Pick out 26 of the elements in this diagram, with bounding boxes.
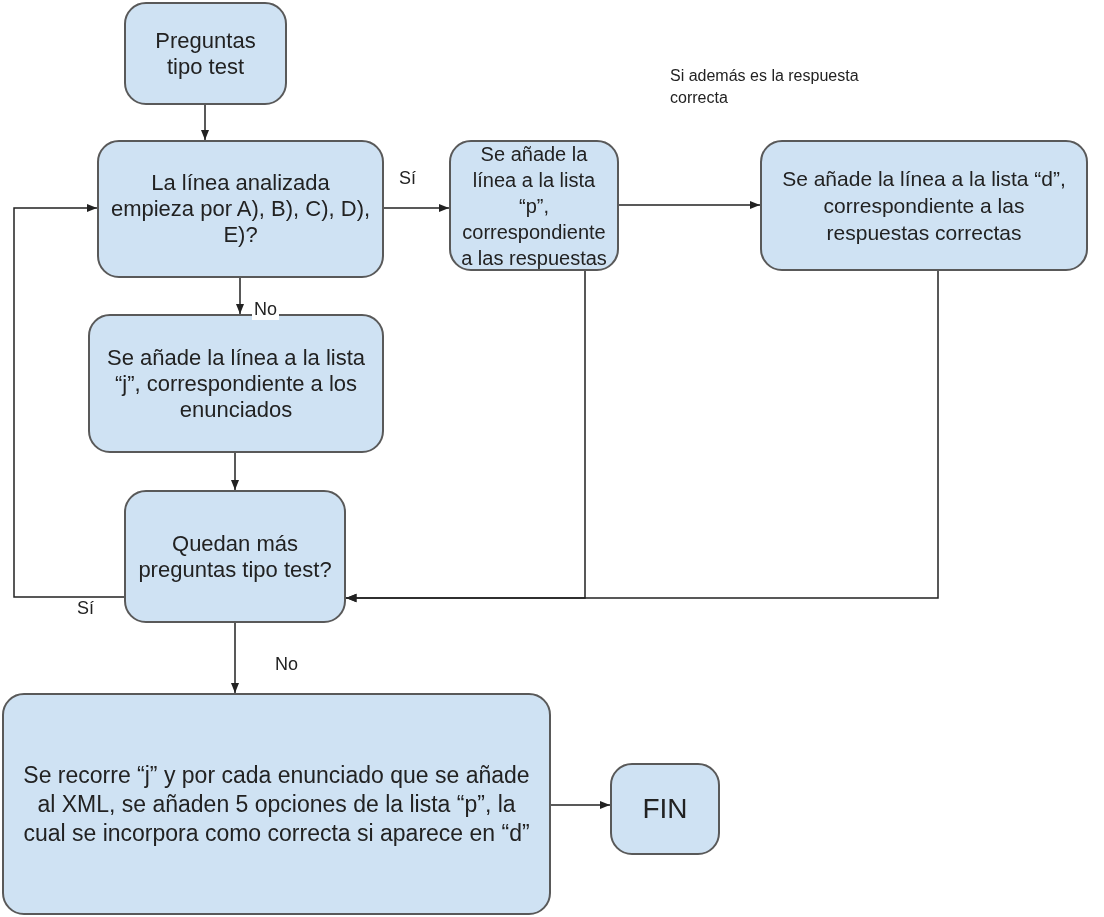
arrow: [230, 622, 240, 694]
edge-label: No: [252, 299, 279, 320]
condition-note: Si además es la respuesta correcta: [670, 66, 860, 108]
node-text: Quedan más preguntas tipo test?: [137, 530, 333, 583]
node-text: Se añade la línea a la lista “j”, correspondiente a los enunciados: [105, 344, 367, 423]
terminal-box: [124, 2, 287, 105]
arrow: [200, 104, 210, 141]
node-text: Se recorre “j” y por cada enunciado que se añade al XML, se añaden 5 opciones de la lista “p”, la cual se incorpora como correcta si aparece en “d”: [22, 760, 531, 848]
decision-box: [97, 140, 384, 278]
process-box: [760, 140, 1088, 271]
arrow: [383, 203, 450, 213]
node-text: La línea analizada empieza por A), B), C), D), E)?: [109, 170, 372, 248]
node-text: Se añade la línea a la lista “d”, correspondiente a las respuestas correctas: [781, 166, 1067, 246]
node-text: FIN: [642, 792, 688, 826]
terminal-box: [610, 763, 720, 855]
node-text: Se añade la línea a la lista “p”, correspondiente a las respuestas: [461, 141, 607, 271]
arrow: [345, 270, 939, 603]
decision-box: [124, 490, 346, 623]
arrow: [235, 277, 245, 315]
node-text: Preguntas tipo test: [154, 27, 257, 80]
arrow: [230, 452, 240, 491]
arrow: [550, 800, 611, 810]
process-box: [2, 693, 551, 915]
arrow: [13, 203, 125, 598]
process-box: [88, 314, 384, 453]
arrow: [618, 200, 761, 210]
